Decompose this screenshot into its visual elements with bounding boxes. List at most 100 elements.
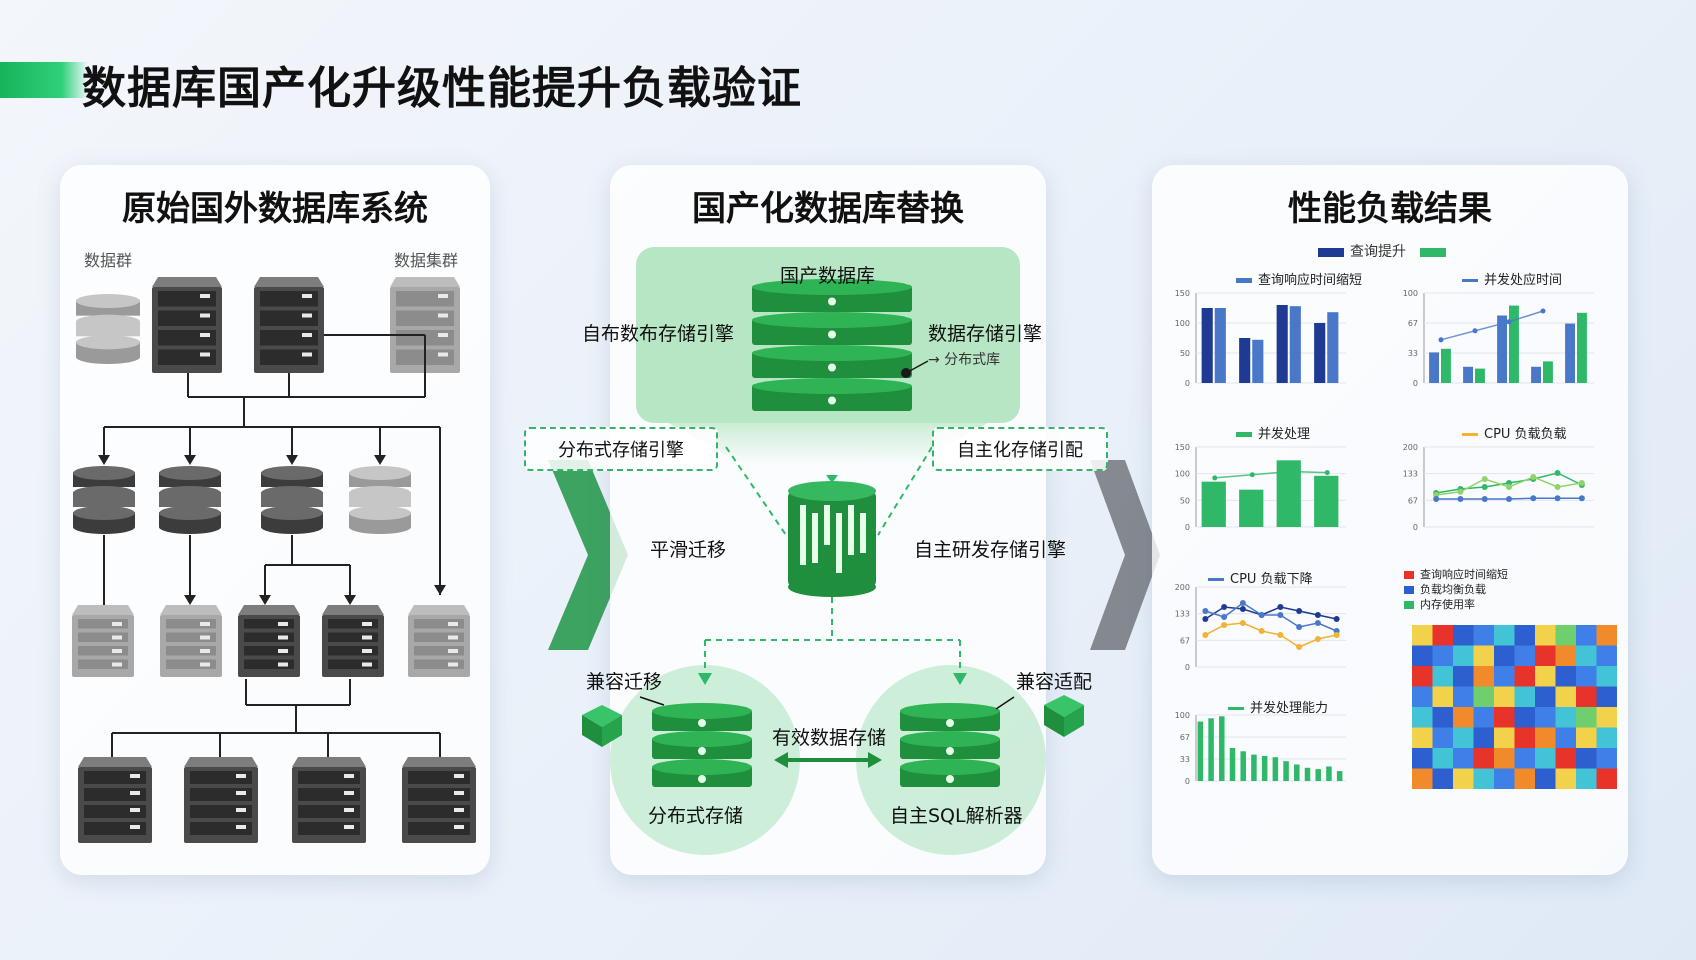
bidirectional-arrow-left (774, 752, 788, 768)
chart5-series-2 (1205, 622, 1337, 648)
chart2-bar-2-1 (1509, 305, 1519, 383)
heatmap-cell-5-7 (1555, 727, 1576, 748)
chart4-point-1-2 (1481, 476, 1488, 482)
heatmap-cell-4-6 (1535, 707, 1556, 728)
chart2-trend-point-1 (1472, 328, 1478, 334)
chart1-bar-0-0 (1201, 308, 1213, 383)
chart6-bar-0-0 (1197, 721, 1204, 781)
heatmap-cell-0-3 (1473, 625, 1494, 646)
heatmap-cell-2-6 (1535, 666, 1556, 687)
svg-text:0: 0 (1185, 777, 1190, 786)
right-engine-label: 数据存储引擎 (928, 323, 1043, 345)
heatmap-cell-1-8 (1576, 645, 1597, 666)
chart5-point-1-2 (1239, 600, 1246, 606)
db-pointer-line (905, 360, 929, 374)
heatmap-cell-7-8 (1576, 768, 1597, 789)
heatmap-cell-3-9 (1596, 686, 1617, 707)
heatmap-cell-4-1 (1432, 707, 1453, 728)
compat-right-pointer (995, 696, 1015, 710)
chart5-point-1-5 (1296, 624, 1303, 630)
heatmap-cell-6-2 (1453, 748, 1474, 769)
chart2-bar-0-1 (1441, 348, 1451, 383)
heatmap-cell-0-4 (1494, 625, 1515, 646)
chart5-series-1 (1205, 602, 1337, 632)
chart3-trend-point-1 (1249, 472, 1255, 478)
heatmap-cell-5-6 (1535, 727, 1556, 748)
heatmap-cell-1-5 (1514, 645, 1535, 666)
chart5-point-2-7 (1333, 632, 1340, 638)
domestic-architecture-diagram (582, 279, 1084, 787)
chart5-point-2-3 (1258, 628, 1265, 634)
heat-legend-3: 内存使用率 (1404, 596, 1475, 612)
heatmap-cell-7-3 (1473, 768, 1494, 789)
legacy-server-mid-5 (408, 605, 470, 677)
page-title: 数据库国产化升级性能提升负载验证 (82, 63, 802, 114)
sql-parser-db (900, 703, 1000, 787)
chart5-point-0-4 (1277, 604, 1284, 610)
chart5-point-1-4 (1277, 612, 1284, 618)
heatmap-cell-0-6 (1535, 625, 1556, 646)
svg-text:150: 150 (1175, 443, 1190, 452)
heatmap-cell-6-6 (1535, 748, 1556, 769)
heatmap-cell-2-9 (1596, 666, 1617, 687)
heatmap-cell-5-8 (1576, 727, 1597, 748)
efficient-storage-label: 有效数据存储 (772, 727, 887, 749)
legacy-server-bottom-1 (78, 757, 152, 843)
heatmap-cell-4-5 (1514, 707, 1535, 728)
chart4-point-0-5 (1554, 470, 1561, 476)
heatmap-cell-7-0 (1412, 768, 1433, 789)
chart5-point-2-1 (1221, 622, 1228, 628)
heatmap-cell-0-8 (1576, 625, 1597, 646)
chart6-bar-4-0 (1240, 751, 1246, 781)
heatmap-cell-2-8 (1576, 666, 1597, 687)
svg-text:67: 67 (1408, 496, 1418, 505)
chart2-title: 并发处应时间 (1462, 269, 1562, 288)
panel2-title: 国产化数据库替换 (692, 189, 964, 229)
bidirectional-arrow-right (868, 752, 882, 768)
chart3-trend-point-0 (1212, 475, 1218, 481)
chart4-point-1-6 (1578, 480, 1585, 486)
chart5-point-0-0 (1202, 616, 1209, 622)
heatmap-cell-5-3 (1473, 727, 1494, 748)
legacy-server-top-3 (390, 277, 460, 373)
chart3-trend-point-2 (1287, 469, 1293, 475)
chart3-trend-point-3 (1324, 470, 1330, 476)
label-data-cluster: 数据集群 (394, 251, 459, 270)
heatmap-cell-3-4 (1494, 686, 1515, 707)
chart6-bar-12-0 (1326, 766, 1332, 781)
svg-text:67: 67 (1180, 733, 1190, 742)
chart1-bar-2-1 (1289, 306, 1301, 383)
heatmap-cell-4-2 (1453, 707, 1474, 728)
heatmap-cell-6-5 (1514, 748, 1535, 769)
chart5-point-0-1 (1221, 604, 1228, 610)
compat-migration-label: 兼容迁移 (586, 671, 663, 693)
chart5-series-0 (1204, 606, 1337, 620)
chart5-point-0-7 (1333, 616, 1340, 622)
chart3-bar-0-0 (1201, 481, 1226, 527)
heatmap-cell-4-8 (1576, 707, 1597, 728)
chart5-point-1-3 (1258, 612, 1265, 618)
heat-legend-2: 负载均衡负载 (1404, 581, 1486, 597)
legacy-db-top-left (76, 294, 140, 364)
legacy-server-mid-1 (72, 605, 134, 677)
domestic-db-label: 国产数据库 (780, 265, 876, 287)
heatmap-cell-7-6 (1535, 768, 1556, 789)
compat-adapt-label: 兼容适配 (1016, 671, 1093, 693)
heatmap-cell-5-0 (1412, 727, 1433, 748)
svg-text:100: 100 (1175, 470, 1190, 479)
heatmap-cell-3-2 (1453, 686, 1474, 707)
arrowhead-bottom-left (698, 673, 712, 685)
smooth-migration-label: 平滑迁移 (650, 539, 727, 561)
svg-text:0: 0 (1185, 523, 1190, 532)
chart1-bar-2-0 (1276, 305, 1288, 383)
dash-box-autonomous-engine: 自主化存储引配 (932, 427, 1108, 471)
legend-swatch-green (1420, 247, 1447, 257)
heatmap-cell-7-4 (1494, 768, 1515, 789)
chart6-bar-2-0 (1219, 716, 1225, 781)
cube-icon-1 (582, 705, 622, 747)
domestic-main-db (752, 279, 912, 411)
heatmap-cell-7-5 (1514, 768, 1535, 789)
chart4-point-2-0 (1433, 496, 1440, 502)
